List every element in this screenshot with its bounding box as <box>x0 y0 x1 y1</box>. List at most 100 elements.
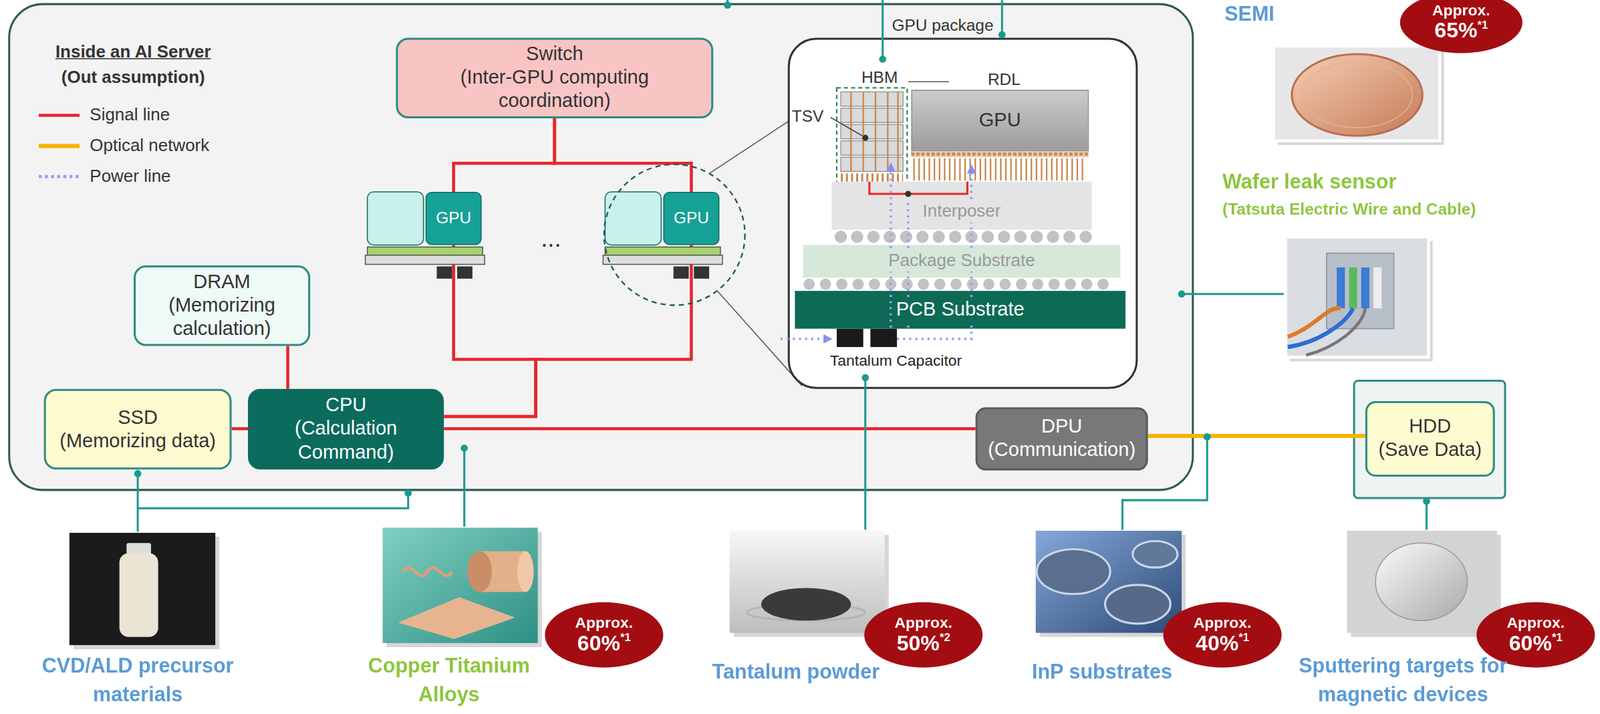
hbm-stack <box>840 91 903 106</box>
material-name: CVD/ALD precursor materials <box>15 650 260 709</box>
rdl-layer <box>910 151 1089 170</box>
text-holder: Tantalum Capacitor <box>809 350 984 369</box>
gpu-board <box>365 255 486 265</box>
node-subtitle: (Inter-GPU computing coordination) <box>432 66 678 113</box>
gpu-board <box>604 246 721 255</box>
text-holder: RDL <box>987 69 1021 89</box>
footnote-mark: *1 <box>620 631 631 643</box>
share-badge <box>1163 602 1282 668</box>
part-label: Tantalum Capacitor <box>809 350 984 369</box>
dram-box: DRAM(Memorizing calculation) <box>133 265 311 347</box>
text-holder: ... <box>530 224 572 254</box>
leak-sensor-photo <box>1285 236 1433 361</box>
leader-line <box>1001 0 1004 34</box>
signal-line <box>286 346 290 389</box>
leader-line <box>908 80 950 83</box>
leader-dot <box>1178 290 1186 298</box>
text-holder: Optical network <box>89 135 210 157</box>
text-holder: Sputtering targets for magnetic devices <box>1280 650 1526 709</box>
leader-dot <box>134 1 1431 505</box>
leader-dot <box>861 374 869 382</box>
node-subtitle: (Save Data) <box>1378 439 1482 463</box>
text-holder: Signal line <box>89 104 170 126</box>
share-value: 65% <box>1434 18 1478 44</box>
text-holder: Wafer leak sensor <box>1222 169 1397 194</box>
node-title: Package Substrate <box>884 250 1040 272</box>
text-holder: (Out assumption) <box>28 67 238 89</box>
footnote-mark: *1 <box>1238 631 1250 643</box>
legend-sample <box>38 113 80 117</box>
leader-line <box>1425 503 1428 530</box>
gpu-board <box>367 246 484 255</box>
pcb-substrate: PCB Substrate <box>794 290 1126 329</box>
leak-sensor-photo <box>1326 253 1395 329</box>
ssd-box: SSD(Memorizing data) <box>44 388 232 470</box>
signal-line <box>231 427 248 431</box>
share-badge <box>1163 602 1282 668</box>
optical-line <box>1148 433 1366 438</box>
footnote-mark: *1 <box>1477 19 1488 31</box>
precursor-photo <box>69 532 216 645</box>
signal-line <box>443 427 976 431</box>
hbm-stack <box>850 91 898 172</box>
node-heading: Inside an AI Server <box>28 42 238 63</box>
signal-line <box>443 244 536 417</box>
hdd-housing <box>1354 380 1506 498</box>
leader-line <box>881 0 884 59</box>
sputtering-target-photo <box>1375 542 1468 621</box>
inp-wafer-photo <box>1035 530 1182 633</box>
share-badge <box>1400 0 1523 53</box>
leader-dot <box>1203 433 1212 441</box>
share-value: 60% <box>1509 630 1552 656</box>
gpu-die: GPU <box>910 89 1089 152</box>
inp-wafer-photo <box>1105 584 1171 624</box>
share-badge <box>864 602 983 668</box>
gpu-board <box>436 265 452 279</box>
node-title: DRAM <box>193 270 250 295</box>
gpu-package-frame: GPU packageGPUInterposerPackage Substrat… <box>787 37 1139 389</box>
signal-line <box>443 244 692 417</box>
copper-disc-photo <box>1273 46 1440 142</box>
gpu-board <box>602 191 723 279</box>
power-line <box>906 199 910 328</box>
signal-line <box>554 118 692 192</box>
leak-sensor-photo <box>1348 267 1357 309</box>
material-name: Tantalum powder <box>693 658 898 684</box>
tantalum-powder-photo <box>761 587 851 621</box>
copper-alloy-photo <box>403 567 452 576</box>
material-name: InP substrates <box>1010 658 1195 684</box>
node-title: CPU <box>325 394 367 418</box>
copper-disc-photo <box>1301 62 1413 128</box>
gpu-board <box>457 265 473 279</box>
power-line <box>780 337 831 341</box>
leak-sensor-photo <box>1287 308 1354 347</box>
share-badge <box>544 602 663 668</box>
rdl-layer <box>910 152 1089 156</box>
legend-text: Optical network <box>89 135 210 157</box>
node-subtitle: (Calculation Command) <box>269 417 423 465</box>
solder-bumps <box>840 230 1088 243</box>
gpu-box: GPU <box>662 191 720 245</box>
leader-line <box>137 0 1427 532</box>
node-subtitle: (Communication) <box>987 439 1136 463</box>
gpu-board <box>365 191 486 279</box>
leader-line <box>137 475 140 532</box>
node-title: SSD <box>117 405 158 430</box>
supplier-name: (Tatsuta Electric Wire and Cable) <box>1222 199 1476 219</box>
share-badge <box>1400 0 1523 53</box>
badge-text: Approx.60%*1 <box>1476 613 1595 656</box>
copper-alloy-photo <box>382 527 543 647</box>
copper-alloy-photo <box>517 550 534 592</box>
copper-disc-photo <box>1273 46 1444 146</box>
legend-sample <box>38 115 80 178</box>
inp-wafer-photo <box>1035 530 1186 637</box>
material-name: SEMI <box>1224 1 1275 27</box>
leader-dot <box>460 444 468 452</box>
node-title: Switch <box>525 43 583 67</box>
tantalum-capacitor <box>836 328 897 347</box>
leader-line <box>1183 292 1284 295</box>
hbm-stack <box>840 173 903 182</box>
badge-caption: Approx. <box>864 613 983 631</box>
